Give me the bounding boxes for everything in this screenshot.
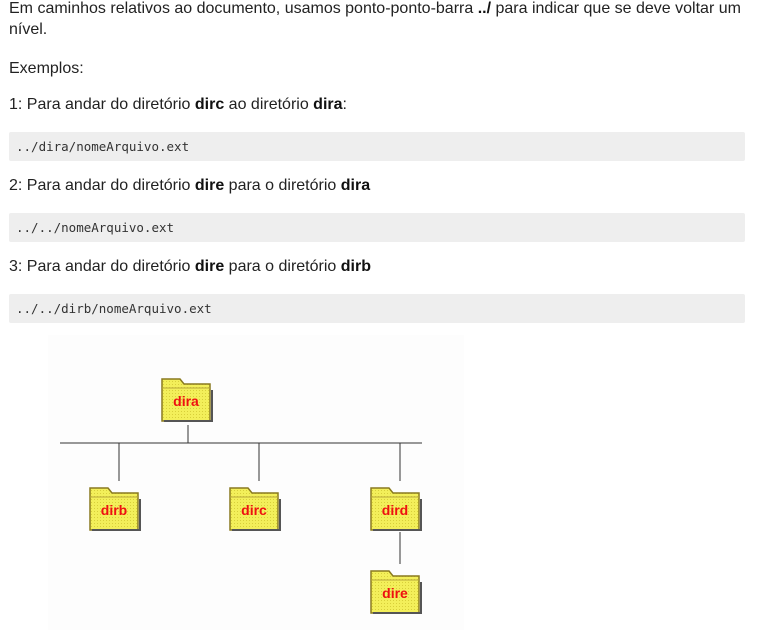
folder-label-dirb: dirb [100, 502, 128, 518]
example-2-from: dire [194, 177, 225, 194]
folder-dird: dird [369, 484, 425, 534]
folder-dire: dire [369, 567, 425, 617]
example-3-code: ../../dirb/nomeArquivo.ext [9, 294, 745, 323]
example-3-to: dirb [340, 258, 371, 275]
folder-label-dira: dira [173, 393, 199, 409]
folder-dirc: dirc [228, 484, 284, 534]
directory-tree-diagram: dira dirb dirc dird dire [48, 335, 464, 630]
folder-label-dire: dire [382, 585, 408, 601]
example-1-prefix: 1: Para andar do diretório [9, 96, 195, 113]
tree-connector-lines [60, 425, 422, 564]
folder-icon [89, 487, 141, 531]
example-1-from: dirc [194, 96, 225, 113]
folder-icon [370, 570, 422, 614]
example-3-from: dire [194, 258, 225, 275]
example-2-to: dira [340, 177, 371, 194]
example-1-code: ../dira/nomeArquivo.ext [9, 132, 745, 161]
intro-token: ../ [477, 0, 492, 17]
example-3-middle: para o diretório [224, 258, 341, 275]
example-1-to: dira [313, 96, 343, 113]
example-2-prefix: 2: Para andar do diretório [9, 177, 195, 194]
example-2-text: 2: Para andar do diretório dire para o d… [9, 175, 370, 196]
folder-icon [370, 487, 422, 531]
intro-paragraph: Em caminhos relativos ao documento, usam… [9, 0, 759, 40]
folder-icon [161, 378, 213, 422]
folder-icon [229, 487, 281, 531]
example-3-text: 3: Para andar do diretório dire para o d… [9, 256, 371, 277]
examples-heading: Exemplos: [9, 60, 84, 77]
example-2-middle: para o diretório [224, 177, 341, 194]
folder-dirb: dirb [88, 484, 144, 534]
intro-text-before: Em caminhos relativos ao documento, usam… [9, 0, 478, 17]
example-2-code: ../../nomeArquivo.ext [9, 213, 745, 242]
example-1-middle: ao diretório [224, 96, 314, 113]
folder-label-dirc: dirc [241, 502, 267, 518]
folder-dira: dira [160, 375, 216, 425]
folder-label-dird: dird [381, 502, 409, 518]
example-3-prefix: 3: Para andar do diretório [9, 258, 195, 275]
example-1-text: 1: Para andar do diretório dirc ao diret… [9, 94, 347, 115]
example-1-suffix: : [342, 96, 347, 113]
intro-text-after: para indicar que se deve voltar um nível… [9, 0, 741, 38]
